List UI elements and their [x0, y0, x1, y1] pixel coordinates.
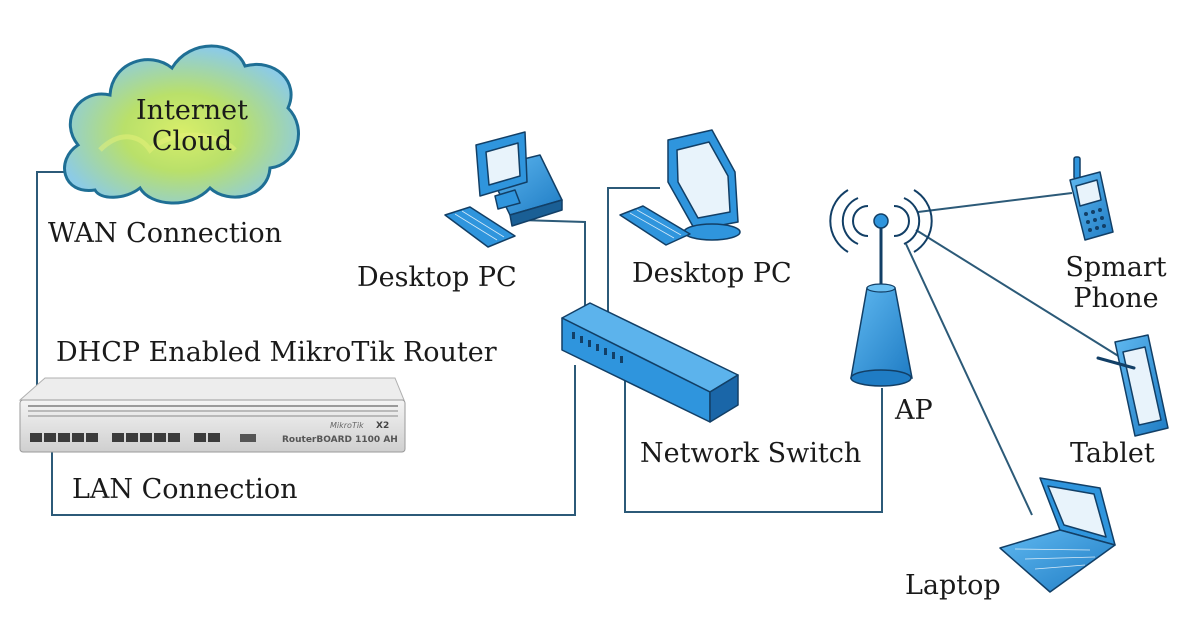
- desktop1-link: [519, 219, 586, 340]
- router-brand-text: MikroTik: [330, 421, 364, 430]
- connection-lines: [36, 171, 1129, 516]
- cloud-label-line1: Internet: [135, 95, 248, 126]
- laptop: [999, 477, 1116, 593]
- access-point: [829, 189, 933, 387]
- tablet-label: Tablet: [1070, 438, 1155, 469]
- ap-phone-link: [917, 192, 1073, 213]
- router-model-text: RouterBOARD 1100 AH: [282, 435, 398, 445]
- smart-phone: [1069, 156, 1114, 241]
- desktop-pc-2-label: Desktop PC: [632, 258, 792, 289]
- smart-phone-label-line2: Phone: [1073, 283, 1159, 315]
- cloud-label: Internet Cloud: [132, 95, 252, 157]
- cloud-label-line2: Cloud: [151, 126, 233, 158]
- smart-phone-label-line1: Spmart: [1065, 252, 1167, 283]
- ap-label: AP: [895, 395, 933, 426]
- desktop-pc-1-label: Desktop PC: [357, 262, 517, 293]
- lan-link: [51, 365, 576, 516]
- cloud-icon: [63, 44, 300, 205]
- router-ports: [30, 433, 256, 442]
- mikrotik-router: MikroTik X2 RouterBOARD 1100 AH: [18, 377, 406, 453]
- desktop-pc-1: [444, 131, 563, 248]
- desktop-pc-2: [619, 129, 741, 246]
- smart-phone-label: Spmart Phone: [1056, 252, 1176, 314]
- network-switch: [561, 302, 739, 423]
- wan-connection-label: WAN Connection: [48, 218, 283, 249]
- router-label: DHCP Enabled MikroTik Router: [56, 337, 497, 368]
- stylus-icon: [1096, 356, 1136, 370]
- tablet: [1096, 334, 1169, 437]
- ap-laptop-link: [905, 243, 1033, 516]
- laptop-label: Laptop: [905, 570, 1001, 601]
- router-model-x2: X2: [376, 421, 389, 431]
- network-switch-label: Network Switch: [640, 438, 862, 469]
- wifi-signal-icon: [829, 189, 933, 253]
- switch-ap-link: [624, 372, 883, 513]
- ap-tablet-link: [915, 229, 1129, 363]
- lan-connection-label: LAN Connection: [72, 474, 298, 505]
- desktop2-link: [607, 187, 660, 330]
- switch-ports: [572, 332, 623, 363]
